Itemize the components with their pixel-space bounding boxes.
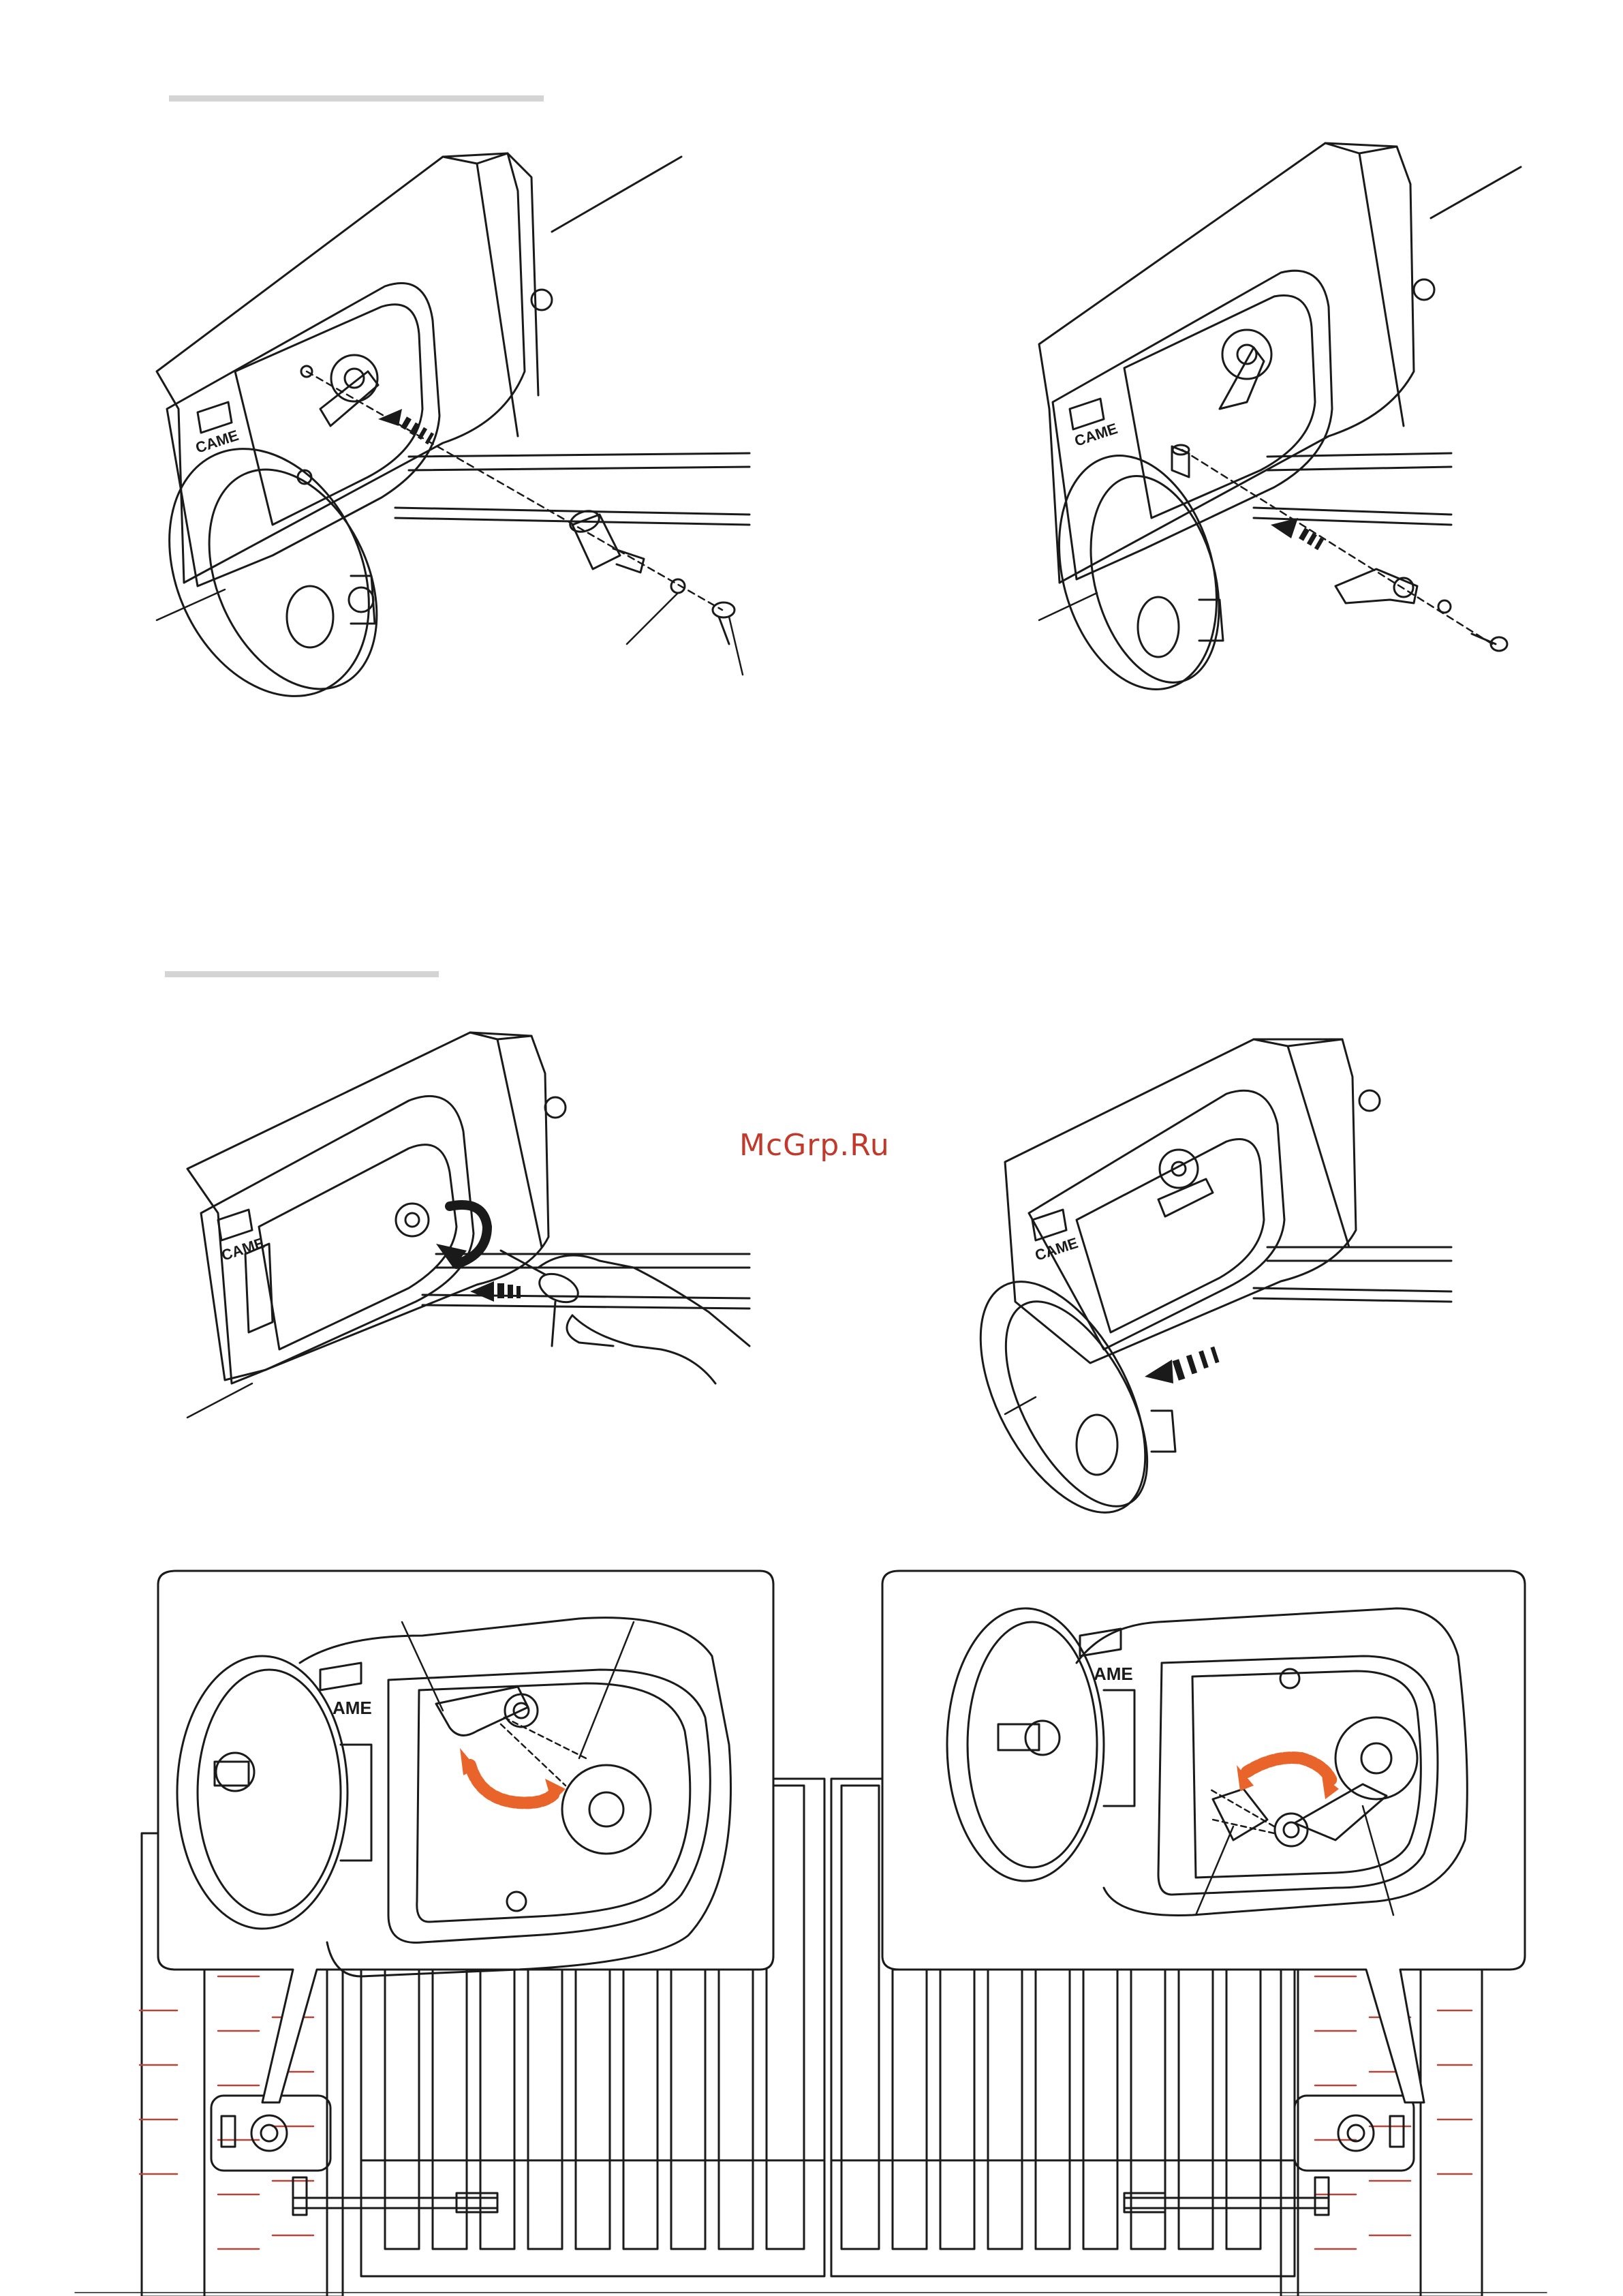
gate-operator-left	[211, 2096, 497, 2215]
came-logo-6: AME	[1094, 1664, 1133, 1684]
lock-cylinder-icon	[568, 507, 644, 572]
came-logo-2: CAME	[1072, 420, 1119, 450]
section-bar-top	[169, 95, 544, 102]
figure-key-insert: CAME	[187, 1032, 749, 1418]
screw-icon-2	[1472, 634, 1507, 651]
watermark-text: McGrp.Ru	[739, 1128, 890, 1163]
washer-icon	[671, 579, 685, 593]
insert-arrow-icon	[378, 409, 434, 444]
hand-icon	[538, 1255, 749, 1383]
washer-icon-2	[1438, 600, 1451, 613]
release-lever-icon	[1335, 569, 1417, 603]
figure-lever-assembly: CAME	[1034, 143, 1521, 707]
open-arrow-icon	[1145, 1347, 1220, 1383]
callout-right: AME	[882, 1571, 1525, 2102]
figure-lock-cylinder-assembly: CAME	[131, 153, 749, 729]
figure-door-open: CAME	[946, 1039, 1451, 1539]
gate-operator-right	[1124, 2096, 1414, 2215]
section-bar-middle	[165, 971, 439, 977]
came-logo-5: AME	[333, 1698, 372, 1718]
